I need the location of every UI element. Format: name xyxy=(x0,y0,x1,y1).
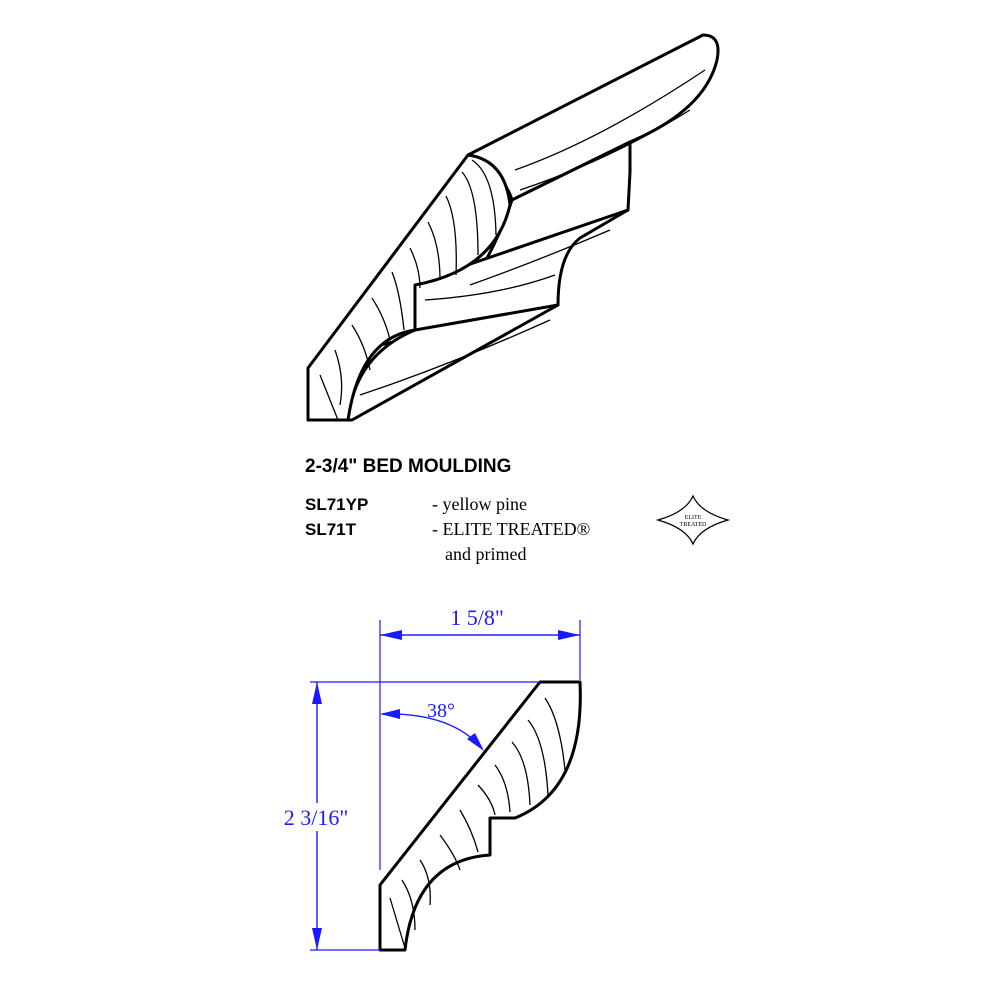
title: 2-3/4" BED MOULDING xyxy=(305,456,511,477)
logo-line1: ELITE xyxy=(685,515,702,521)
product-desc-2-line2: and primed xyxy=(445,544,526,564)
product-desc-2: - ELITE TREATED® xyxy=(432,519,590,539)
moulding-3d-view xyxy=(306,33,720,422)
width-dimension-label: 1 5/8" xyxy=(450,605,504,630)
product-list: SL71YP - yellow pine SL71T - ELITE TREAT… xyxy=(305,494,590,564)
moulding-profile xyxy=(378,680,582,952)
height-dimension-label: 2 3/16" xyxy=(284,805,349,830)
angle-dimension-label: 38° xyxy=(427,700,455,722)
logo-line2: TREATED xyxy=(680,522,707,528)
profile-view xyxy=(378,680,582,952)
elite-treated-logo: ELITE TREATED xyxy=(655,494,731,546)
product-code-1: SL71YP xyxy=(305,495,368,514)
product-code-2: SL71T xyxy=(305,520,357,539)
product-desc-1: - yellow pine xyxy=(432,494,527,514)
